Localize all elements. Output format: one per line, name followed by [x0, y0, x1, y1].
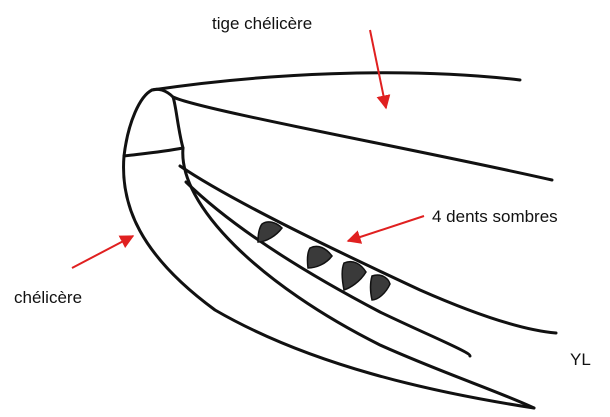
tooth-3 [342, 262, 366, 290]
tooth-4 [371, 275, 391, 300]
tooth-2 [307, 246, 332, 268]
basal-joint-outline [124, 89, 183, 156]
label-chelicera: chélicère [14, 289, 82, 306]
arrow-teeth [348, 216, 424, 241]
label-stem: tige chélicère [212, 15, 312, 32]
arrow-stem [370, 30, 386, 108]
chelicera-outer-edge [124, 156, 534, 408]
label-teeth: 4 dents sombres [432, 208, 558, 225]
stem-outline [152, 73, 520, 90]
author-initials: YL [570, 351, 591, 368]
arrow-chelicera [72, 236, 133, 268]
fixed-digit-lower-edge [186, 182, 470, 356]
stem-lower-edge [173, 97, 552, 180]
tooth-1 [258, 222, 282, 242]
fixed-digit-upper-edge [180, 166, 556, 333]
